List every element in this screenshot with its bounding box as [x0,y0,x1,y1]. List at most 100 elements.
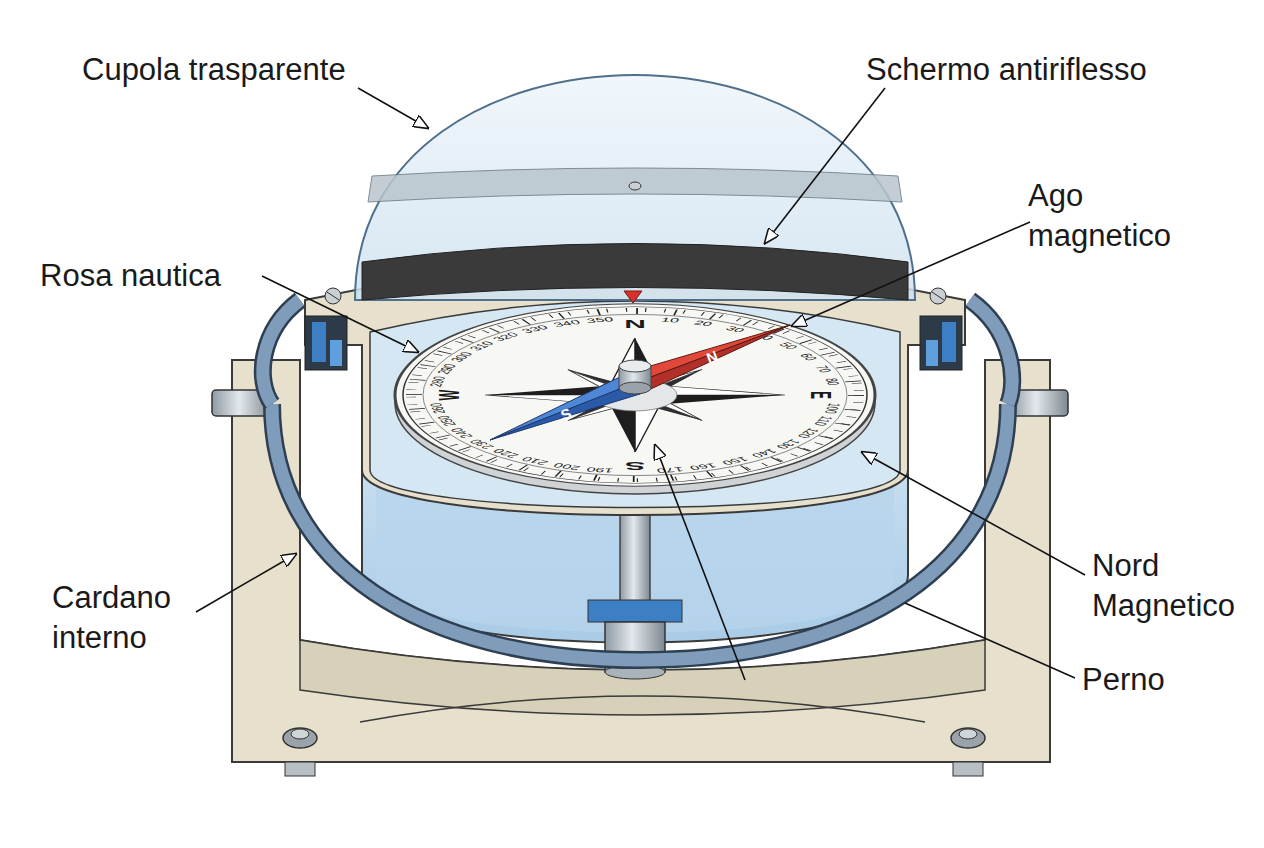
degree-number: 210 [519,456,550,466]
bowl-flange [370,301,900,508]
base-bolt [959,729,977,739]
gimbal-ring [970,300,1012,404]
degree-number: 80 [823,378,842,386]
leader-line [905,603,1075,678]
degree-number: 240 [448,427,475,439]
leader-line [262,276,418,352]
degree-number: 340 [551,319,582,328]
degree-number: 10 [660,317,680,324]
degree-number: 300 [448,351,475,363]
leader-line [862,452,1085,575]
part-label: Schermo antiriflesso [866,50,1216,90]
degree-number: 310 [467,340,496,352]
degree-number: 120 [795,427,822,439]
dome [355,54,915,300]
gimbal-block [312,322,326,362]
degree-number: 130 [773,438,802,450]
degree-number: 60 [797,353,820,362]
degree-number: 160 [688,462,719,471]
cardinal-letter: W [434,390,464,401]
dome [355,75,915,300]
gimbal-block [305,316,347,370]
degree-number: 140 [748,448,779,459]
stand-bracket [232,360,1050,762]
part-label: Nord Magnetico [1092,546,1262,626]
leader-line [765,88,885,243]
magnetic-needle [490,325,790,440]
degree-number: 280 [428,376,448,387]
dome [470,54,650,80]
leader-line [196,88,1085,680]
cardinal-letter: N [624,319,646,330]
part-label: Cardano interno [52,578,202,658]
part-label: Perno [1082,660,1222,700]
base-bolt [283,728,317,748]
needle-cap [619,360,651,394]
needle-pole-letter: S [559,405,574,423]
degree-number: 100 [822,403,842,414]
compass-rose [423,314,847,475]
screw [325,288,341,304]
part-label: Rosa nautica [40,256,270,296]
gimbal-block [942,322,956,362]
part-label: Ago magnetico [1028,176,1208,256]
degree-number: 260 [428,403,448,414]
magnetic-needle [490,372,635,440]
compass-rose [403,307,867,483]
base-bolt [285,762,315,776]
magnetic-needle [635,325,790,394]
part-label: Cupola trasparente [82,50,412,90]
gimbal-ring [263,300,300,404]
compass-rose [485,338,785,452]
base-bolt [953,762,983,776]
degree-number: 110 [811,415,835,426]
compass-rose [414,311,856,479]
bowl-flange [305,265,965,515]
pivot-post [588,600,682,622]
degree-number: 220 [491,448,522,459]
screw [327,292,339,300]
degree-number: 170 [655,466,684,474]
degree-number: 200 [551,462,582,471]
bowl-flange [305,265,965,515]
degree-number: 70 [812,365,833,373]
degree-number: 350 [586,316,615,324]
gimbal-block [330,340,342,366]
stand-bracket [232,761,1050,763]
leader-line [655,445,745,680]
degree-number: 290 [435,363,459,375]
gimbal-ring [263,300,300,404]
gimbal-block [920,316,962,370]
dome [629,182,641,190]
degree-number: 30 [723,325,746,334]
degree-number: 150 [719,456,750,466]
screw [932,292,944,300]
compass-rose [395,304,875,486]
stand-bracket [360,696,925,722]
needle-cap [619,360,651,372]
magnetic-needle [490,383,639,440]
base-bolt [283,728,985,776]
needle-cap [619,382,651,394]
gimbal-ring [970,300,1012,404]
cardinal-letter: S [625,460,645,471]
compass-rose [624,291,642,303]
leader-line [792,222,1030,326]
degree-number: 250 [435,415,459,427]
degree-number: 320 [491,331,522,342]
degree-number: 190 [586,466,615,474]
leader-line [196,554,296,612]
cardinal-letter: E [806,391,836,399]
degree-number: 50 [776,342,800,351]
degree-number: 330 [519,324,550,334]
base-bolt [951,728,985,748]
compass-rose [395,304,875,486]
leader-line [358,88,428,128]
stand-bracket [232,360,1050,762]
compass-rose [411,310,859,480]
screw [930,288,946,304]
